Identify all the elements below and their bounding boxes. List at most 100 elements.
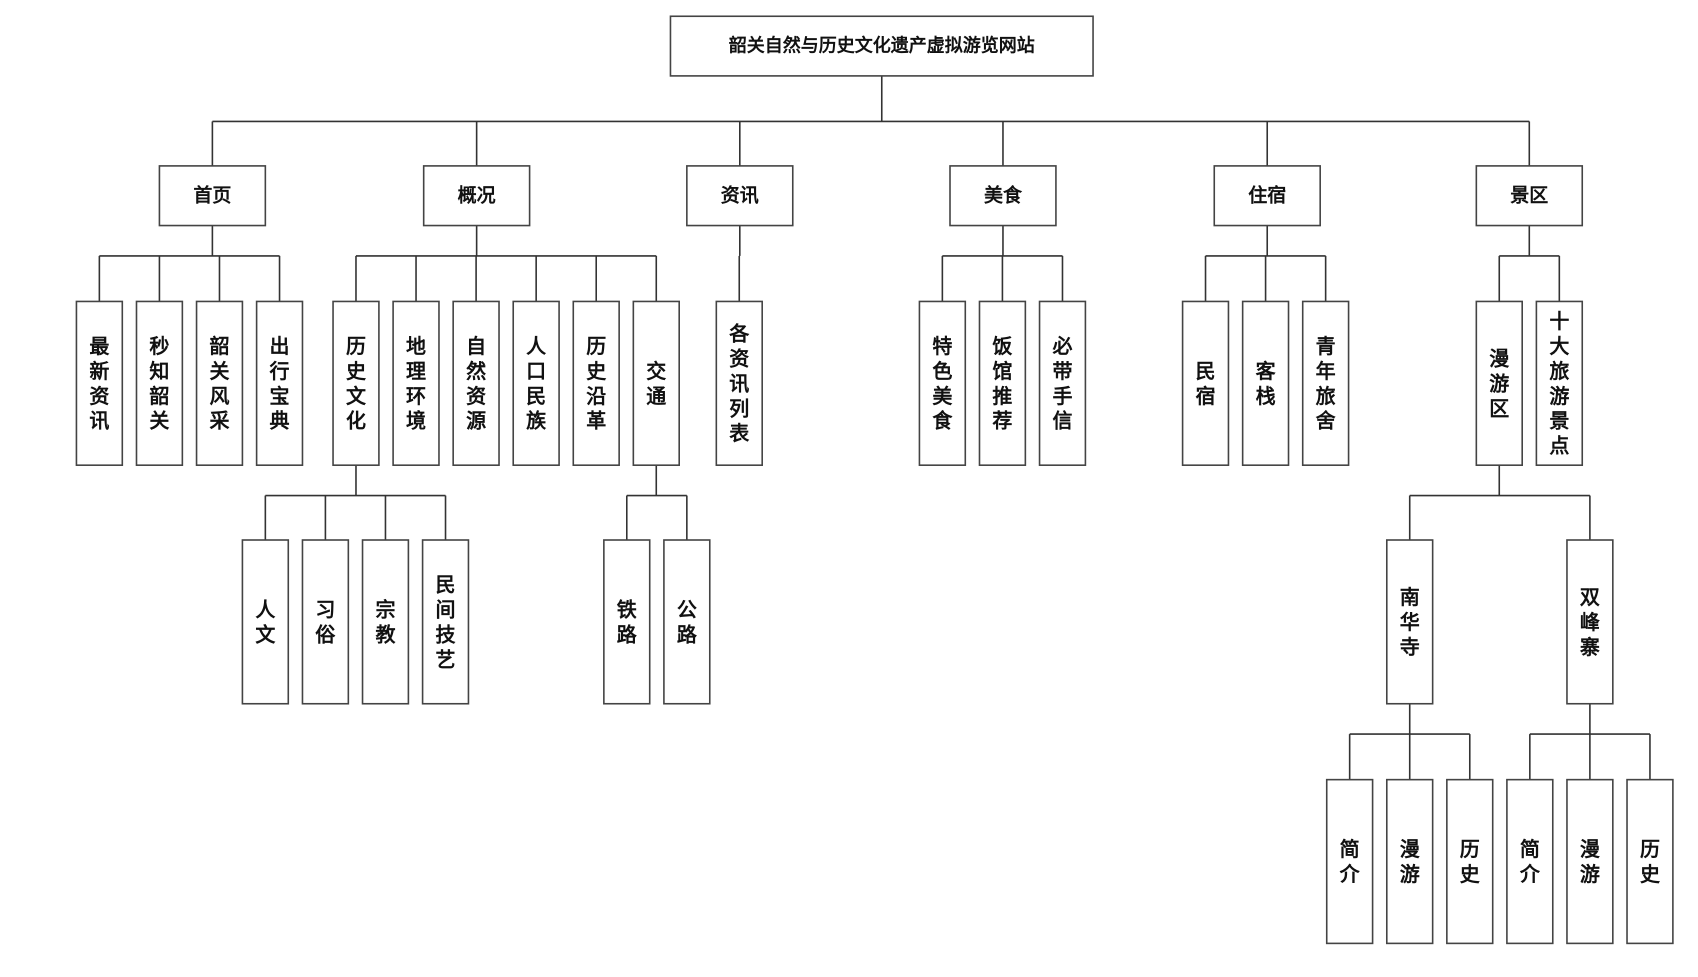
node-label: 交通 bbox=[646, 359, 666, 408]
node-box bbox=[1038, 300, 1087, 466]
label-char: 华 bbox=[1400, 610, 1420, 634]
label-char: 民 bbox=[1196, 359, 1216, 383]
node-label: 首页 bbox=[193, 184, 231, 207]
label-char: 南 bbox=[1400, 585, 1420, 609]
label-char: 技 bbox=[436, 622, 457, 646]
node-3-0: 特色美食 bbox=[918, 300, 967, 466]
node-label: 特色美食 bbox=[932, 334, 953, 433]
node-5-0: 漫游区 bbox=[1475, 300, 1523, 466]
node-5-0-0: 南华寺 bbox=[1385, 539, 1434, 705]
label-char: 环 bbox=[406, 384, 426, 408]
label-char: 各 bbox=[728, 321, 750, 345]
node-box bbox=[1325, 778, 1374, 945]
label-char: 宗 bbox=[375, 597, 395, 621]
node-1-2: 自然资源 bbox=[452, 300, 500, 466]
node-1-0: 历史文化 bbox=[332, 300, 380, 466]
node-label: 宗教 bbox=[375, 597, 396, 646]
node-label: 景区 bbox=[1510, 185, 1548, 207]
label-char: 游 bbox=[1549, 384, 1569, 408]
node-box bbox=[421, 539, 470, 705]
node-box bbox=[918, 300, 967, 466]
node-label: 历史文化 bbox=[346, 334, 367, 433]
node-label: 美食 bbox=[984, 184, 1023, 207]
label-char: 漫 bbox=[1489, 346, 1510, 370]
node-label: 双峰寨 bbox=[1579, 585, 1600, 659]
label-char: 民 bbox=[526, 384, 546, 408]
node-box bbox=[1475, 165, 1584, 227]
node-box bbox=[1301, 300, 1350, 466]
node-box bbox=[1626, 778, 1674, 945]
node-box bbox=[1213, 165, 1321, 227]
label-char: 关 bbox=[149, 409, 169, 433]
node-box bbox=[452, 300, 500, 466]
label-char: 知 bbox=[149, 359, 169, 383]
label-char: 舍 bbox=[1316, 409, 1337, 433]
label-char: 口 bbox=[526, 359, 546, 383]
label-char: 旅 bbox=[1316, 384, 1336, 408]
label-char: 关 bbox=[209, 359, 229, 383]
label-char: 推 bbox=[992, 384, 1012, 408]
node-label: 简介 bbox=[1339, 837, 1361, 886]
node-4-0: 民宿 bbox=[1181, 300, 1230, 466]
node-label: 公路 bbox=[677, 597, 698, 646]
node-box bbox=[1535, 300, 1584, 466]
label-char: 人 bbox=[526, 334, 547, 358]
node-box bbox=[195, 300, 244, 466]
node-label: 自然资源 bbox=[466, 334, 486, 433]
node-1-5: 交通 bbox=[632, 300, 681, 466]
label-char: 区 bbox=[1489, 396, 1509, 420]
label-char: 旅 bbox=[1549, 359, 1569, 383]
node-5-0-1-2: 历史 bbox=[1626, 778, 1674, 945]
label-char: 介 bbox=[1519, 862, 1541, 886]
node-4-2: 青年旅舍 bbox=[1301, 300, 1350, 466]
node-1-0-0: 人文 bbox=[241, 539, 290, 705]
label-char: 史 bbox=[586, 359, 607, 383]
node-label: 青年旅舍 bbox=[1316, 334, 1337, 433]
node-box bbox=[1566, 778, 1614, 945]
node-5-0-1: 双峰寨 bbox=[1566, 539, 1614, 705]
node-1-0-1: 习俗 bbox=[301, 539, 350, 705]
label-char: 新 bbox=[89, 359, 109, 383]
node-5-0-0-1: 漫游 bbox=[1385, 778, 1434, 945]
node-box bbox=[1446, 778, 1494, 945]
node-box bbox=[1181, 300, 1230, 466]
label-char: 境 bbox=[406, 409, 426, 433]
node-label: 十大旅游景点 bbox=[1549, 309, 1569, 458]
label-char: 人 bbox=[255, 597, 276, 621]
label-char: 栈 bbox=[1256, 384, 1276, 408]
node-0-2: 韶关风采 bbox=[195, 300, 244, 466]
label-char: 史 bbox=[1640, 862, 1661, 886]
label-char: 俗 bbox=[314, 622, 336, 646]
label-char: 通 bbox=[646, 384, 666, 408]
label-char: 年 bbox=[1316, 359, 1336, 383]
label-char: 讯 bbox=[729, 371, 749, 395]
label-char: 资 bbox=[89, 384, 109, 408]
node-box bbox=[686, 165, 794, 227]
node-0-3: 出行宝典 bbox=[255, 300, 304, 466]
node-box bbox=[1566, 539, 1614, 705]
label-char: 十 bbox=[1549, 309, 1569, 333]
node-1-0-3: 民间技艺 bbox=[421, 539, 470, 705]
node-box bbox=[715, 300, 763, 466]
node-box bbox=[241, 539, 290, 705]
label-char: 习 bbox=[315, 597, 335, 621]
node-box bbox=[512, 300, 560, 466]
node-5: 景区 bbox=[1475, 165, 1584, 227]
node-label: 概况 bbox=[458, 185, 496, 207]
label-char: 讯 bbox=[89, 409, 109, 433]
node-label: 漫游 bbox=[1400, 837, 1421, 886]
connector-lines bbox=[98, 75, 1651, 780]
label-char: 间 bbox=[436, 597, 456, 621]
label-char: 峰 bbox=[1580, 610, 1600, 634]
label-char: 历 bbox=[1460, 837, 1480, 861]
node-4-1: 客栈 bbox=[1241, 300, 1290, 466]
node-label: 习俗 bbox=[314, 597, 336, 646]
label-char: 最 bbox=[89, 334, 110, 358]
node-label: 秒知韶关 bbox=[149, 334, 169, 433]
node-1: 概况 bbox=[422, 165, 531, 227]
node-label: 最新资讯 bbox=[89, 334, 110, 433]
node-label: 住宿 bbox=[1248, 184, 1286, 207]
label-char: 点 bbox=[1549, 434, 1569, 458]
node-label: 出行宝典 bbox=[269, 334, 290, 433]
